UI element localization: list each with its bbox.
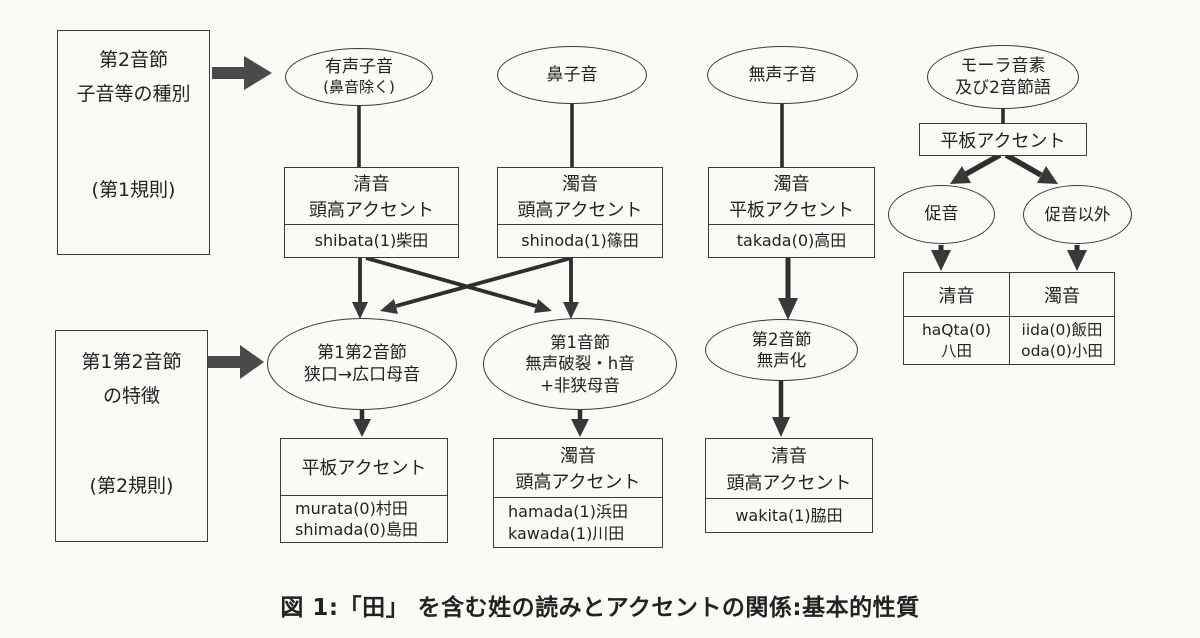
arrow-heiban-to-sokuon-igai (1004, 152, 1043, 178)
arrowhead-heiban-to-sokuon-igai (1037, 166, 1058, 184)
box-wakita-line1: 清音 (771, 446, 807, 467)
arrowhead-sokuon-to-table (931, 250, 951, 271)
mora-result-table: 清音 haQta(0) 八田 濁音 iida(0)飯田 oda(0)小田 (903, 272, 1115, 365)
arrowhead-shibata-to-plosive (534, 299, 552, 313)
arrow-shibata-to-plosive (365, 256, 537, 308)
example-haqta: haQta(0) (921, 320, 992, 339)
box-shinoda-line1: 濁音 (562, 174, 598, 195)
box-murata-line1: 平板アクセント (301, 458, 427, 479)
ellipse-voiced-line1: 有声子音 (325, 57, 393, 78)
box-hamada-line1: 濁音 (560, 445, 596, 467)
rule2-subtitle: (第2規則) (89, 475, 174, 497)
rule2-line1: 第1第2音節 (81, 351, 182, 373)
box-takada-line1: 濁音 (773, 174, 810, 195)
ellipse-mora-line1: モーラ音素 (960, 55, 1046, 76)
example-oda: oda(0)小田 (1021, 341, 1103, 360)
ellipse-plosive-line2: 無声破裂・h音 (525, 354, 635, 374)
arrowhead-shibata-to-vowel (352, 302, 368, 319)
ellipse-mora-line2: 及び2音節語 (955, 78, 1051, 98)
table-header-dakuon: 濁音 (1010, 273, 1114, 317)
box-hamada: 濁音 頭高アクセント hamada(1)浜田 kawada(1)川田 (493, 438, 663, 548)
box-shinoda: 濁音 頭高アクセント shinoda(1)篠田 (497, 167, 663, 258)
arrowhead-vowel-to-murata (353, 419, 371, 437)
arrowhead-plosive-to-hamada (571, 419, 589, 437)
box-heiban-right-label: 平板アクセント (940, 130, 1066, 152)
ellipse-sokuon-label: 促音 (924, 204, 959, 225)
figure-caption: 図 1:「田」 を含む姓の読みとアクセントの関係:基本的性質 (280, 595, 920, 621)
box-takada-line2: 平板アクセント (728, 200, 855, 221)
ellipse-devoicing: 第2音節 無声化 (705, 319, 858, 381)
ellipse-nasal-line1: 鼻子音 (546, 64, 598, 85)
example-hatta-kanji: 八田 (940, 341, 972, 360)
arrowhead-takada-to-devoicing (778, 298, 798, 320)
rule2-line2: の特徴 (102, 385, 160, 408)
box-murata: 平板アクセント murata(0)村田 shimada(0)島田 (280, 438, 448, 543)
ellipse-vowel-line2: 狭口→広口母音 (303, 365, 421, 385)
box-wakita-line2: 頭高アクセント (726, 473, 852, 494)
table-col-dakuon: 濁音 iida(0)飯田 oda(0)小田 (1009, 273, 1114, 364)
ellipse-voiced-line2: (鼻音除く) (323, 78, 395, 97)
example-shinoda: shinoda(1)篠田 (521, 231, 639, 251)
example-wakita: wakita(1)脇田 (735, 505, 843, 525)
rule1-subtitle: (第1規則) (91, 179, 176, 201)
block-arrow-rule2 (208, 345, 264, 379)
arrow-shinoda-to-vowel (395, 256, 572, 308)
ellipse-voiced-consonant: 有声子音 (鼻音除く) (285, 48, 433, 106)
arrow-heiban-to-sokuon (964, 152, 1002, 177)
ellipse-nasal-consonant: 鼻子音 (497, 46, 647, 104)
ellipse-voiceless-consonant: 無声子音 (707, 46, 858, 104)
ellipse-vowel-widening: 第1第2音節 狭口→広口母音 (267, 318, 457, 410)
example-takada: takada(0)高田 (736, 231, 847, 251)
ellipse-sokuon-igai-label: 促音以外 (1044, 204, 1111, 224)
rule2-box: 第1第2音節 の特徴 (第2規則) (55, 330, 208, 542)
example-kawada: kawada(1)川田 (508, 523, 625, 543)
ellipse-sokuon: 促音 (888, 185, 995, 244)
ellipse-mora-phoneme: モーラ音素 及び2音節語 (927, 45, 1079, 109)
rule1-line2: 子音等の種別 (76, 83, 191, 106)
example-shibata: shibata(1)柴田 (314, 231, 429, 251)
example-murata: murata(0)村田 (295, 498, 408, 518)
ellipse-devoicing-line1: 第2音節 (751, 329, 812, 349)
table-header-seion: 清音 (904, 273, 1009, 317)
arrowhead-shinoda-to-vowel (380, 299, 398, 314)
block-arrow-rule1 (212, 56, 272, 90)
rule1-line1: 第2音節 (98, 49, 169, 71)
example-shimada: shimada(0)島田 (295, 520, 418, 539)
ellipse-sokuon-igai: 促音以外 (1023, 185, 1132, 244)
ellipse-devoicing-line2: 無声化 (756, 351, 807, 370)
box-wakita: 清音 頭高アクセント wakita(1)脇田 (705, 438, 873, 533)
box-hamada-line2: 頭高アクセント (515, 472, 641, 494)
example-hamada: hamada(1)浜田 (508, 502, 628, 522)
arrowhead-shinoda-to-plosive (563, 302, 579, 319)
ellipse-plosive-line1: 第1音節 (550, 332, 610, 352)
box-shibata: 清音 頭高アクセント shibata(1)柴田 (284, 167, 459, 258)
example-iida: iida(0)飯田 (1021, 320, 1103, 339)
rule1-box: 第2音節 子音等の種別 (第1規則) (57, 30, 210, 255)
ellipse-voiceless-plosive: 第1音節 無声破裂・h音 +非狭母音 (483, 318, 677, 410)
table-col-seion: 清音 haQta(0) 八田 (904, 273, 1009, 364)
box-takada: 濁音 平板アクセント takada(0)高田 (708, 167, 875, 258)
arrowhead-sokuon-igai-to-table (1067, 250, 1087, 271)
ellipse-plosive-line3: +非狭母音 (540, 375, 620, 395)
ellipse-vowel-line1: 第1第2音節 (317, 342, 407, 363)
arrowhead-heiban-to-sokuon (950, 166, 971, 184)
ellipse-voiceless-line1: 無声子音 (748, 64, 817, 85)
box-shibata-line2: 頭高アクセント (308, 200, 435, 221)
box-shinoda-line2: 頭高アクセント (517, 200, 643, 221)
arrowhead-devoicing-to-wakita (772, 417, 790, 437)
box-heiban-accent-right: 平板アクセント (919, 123, 1087, 156)
box-shibata-line1: 清音 (353, 174, 390, 195)
